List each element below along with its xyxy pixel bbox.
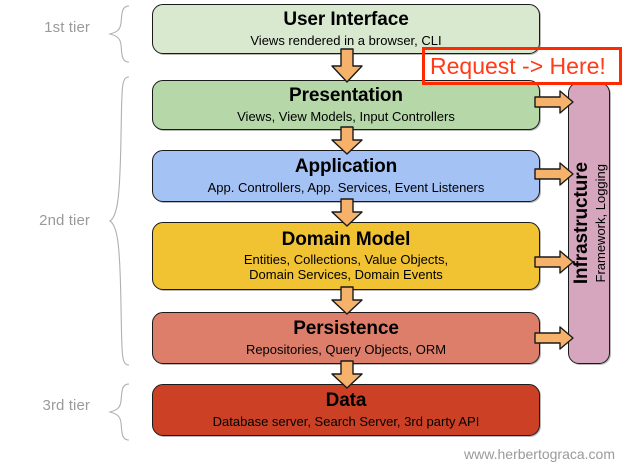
layer-box-user-interface[interactable]: User Interface Views rendered in a brows… — [152, 4, 540, 54]
arrow-down-persistence-to-data — [330, 360, 364, 390]
brace-1st-tier — [104, 5, 134, 63]
layer-box-domain-model[interactable]: Domain Model Entities, Collections, Valu… — [152, 222, 540, 290]
layer-subtitle-domain-model-line2: Domain Services, Domain Events — [249, 267, 443, 283]
arrow-right-domain-to-infrastructure — [534, 250, 574, 274]
infrastructure-bar[interactable]: Infrastructure Framework, Logging — [568, 82, 610, 364]
layer-subtitle-data: Database server, Search Server, 3rd part… — [212, 413, 480, 429]
annotation-request-here: Request -> Here! — [422, 47, 622, 85]
arrow-down-domain-to-persistence — [330, 286, 364, 316]
layer-title-application: Application — [294, 156, 398, 178]
tier-label-2nd: 2nd tier — [39, 212, 90, 229]
annotation-text: Request -> Here! — [430, 52, 606, 79]
layer-title-user-interface: User Interface — [283, 9, 409, 31]
layer-subtitle-persistence: Repositories, Query Objects, ORM — [245, 341, 447, 357]
layer-subtitle-application: App. Controllers, App. Services, Event L… — [207, 179, 485, 195]
tier-label-3rd: 3rd tier — [42, 397, 90, 414]
arrow-right-persistence-to-infrastructure — [534, 326, 574, 350]
layer-subtitle-domain-model-line1: Entities, Collections, Value Objects, — [243, 251, 449, 267]
footer-watermark: www.herbertograca.com — [464, 446, 615, 462]
layer-title-presentation: Presentation — [289, 85, 403, 107]
layer-title-domain-model: Domain Model — [281, 228, 411, 250]
layer-title-persistence: Persistence — [293, 318, 399, 340]
layer-box-data[interactable]: Data Database server, Search Server, 3rd… — [152, 384, 540, 436]
arrow-down-application-to-domain — [330, 198, 364, 228]
tier-label-1st: 1st tier — [44, 19, 90, 36]
infrastructure-subtitle: Framework, Logging — [592, 163, 608, 283]
arrow-right-application-to-infrastructure — [534, 162, 574, 186]
layer-subtitle-user-interface: Views rendered in a browser, CLI — [250, 32, 442, 48]
brace-2nd-tier — [104, 76, 134, 366]
layer-title-data: Data — [325, 390, 367, 412]
layer-subtitle-presentation: Views, View Models, Input Controllers — [237, 108, 455, 124]
layer-box-application[interactable]: Application App. Controllers, App. Servi… — [152, 150, 540, 202]
arrow-down-presentation-to-application — [330, 126, 364, 156]
arrow-down-ui-to-presentation — [330, 48, 364, 84]
brace-3rd-tier — [104, 383, 134, 441]
layer-box-persistence[interactable]: Persistence Repositories, Query Objects,… — [152, 312, 540, 364]
layer-box-presentation[interactable]: Presentation Views, View Models, Input C… — [152, 80, 540, 130]
arrow-right-presentation-to-infrastructure — [534, 90, 574, 114]
